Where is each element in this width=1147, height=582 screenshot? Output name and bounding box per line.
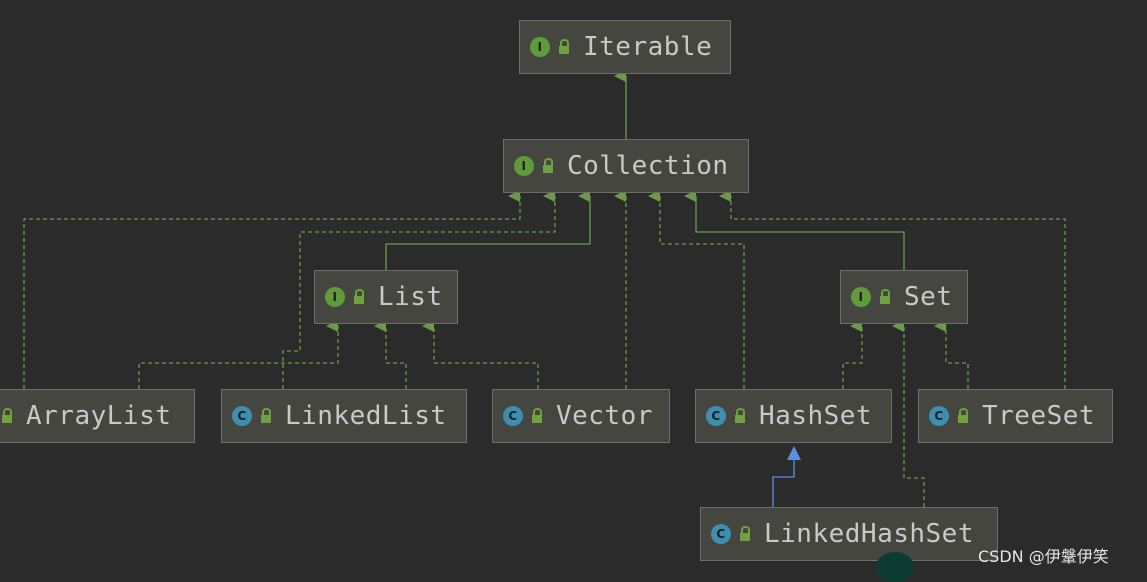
public-access-icon [532, 408, 542, 423]
node-list[interactable]: I List [314, 270, 458, 324]
node-label: Vector [556, 401, 653, 431]
node-label: LinkedHashSet [764, 519, 974, 549]
edge-arraylist-list [138, 320, 339, 389]
public-access-icon [735, 408, 745, 423]
edge-linkedlist-collection [282, 190, 556, 389]
watermark: CSDN @伊鞶伊笑 [978, 547, 1109, 566]
cursor-highlight [876, 552, 914, 582]
node-set[interactable]: I Set [840, 270, 968, 324]
public-access-icon [261, 408, 271, 423]
edge-hashset-collection [648, 190, 745, 389]
public-access-icon [354, 289, 364, 304]
class-icon: C [706, 406, 726, 426]
edge-linkedhashset-set [892, 320, 925, 507]
edge-vector-list [422, 320, 539, 389]
edge-linkedhashset-hashset-arrowhead [787, 446, 801, 460]
node-collection[interactable]: I Collection [503, 139, 749, 193]
public-access-icon [880, 289, 890, 304]
interface-icon: I [530, 37, 550, 57]
public-access-icon [958, 408, 968, 423]
edge-list-collection [385, 190, 591, 270]
node-label: HashSet [759, 401, 873, 431]
node-label: ArrayList [26, 401, 172, 431]
class-icon: C [503, 406, 523, 426]
node-label: Iterable [583, 32, 713, 62]
node-label: LinkedList [285, 401, 447, 431]
public-access-icon [740, 526, 750, 541]
node-linkedlist[interactable]: C LinkedList [221, 389, 467, 443]
interface-icon: I [514, 156, 534, 176]
class-icon: C [711, 524, 731, 544]
node-hashset[interactable]: C HashSet [695, 389, 892, 443]
public-access-icon [543, 158, 553, 173]
node-label: TreeSet [982, 401, 1096, 431]
interface-icon: I [325, 287, 345, 307]
edge-linkedhashset-hashset [772, 460, 795, 507]
edge-linkedlist-list [374, 320, 407, 389]
node-linkedhashset[interactable]: C LinkedHashSet [700, 507, 998, 561]
edge-treeset-set [934, 320, 969, 389]
node-label: List [378, 282, 443, 312]
public-access-icon [559, 39, 569, 54]
class-icon: C [232, 406, 252, 426]
node-iterable[interactable]: I Iterable [519, 20, 731, 74]
node-label: Collection [567, 151, 729, 181]
node-label: Set [904, 282, 953, 312]
class-icon: C [929, 406, 949, 426]
edge-arraylist-collection [23, 190, 521, 389]
interface-icon: I [851, 287, 871, 307]
node-arraylist[interactable]: ArrayList [0, 389, 195, 443]
edge-set-collection [684, 190, 905, 270]
public-access-icon [2, 408, 12, 423]
node-vector[interactable]: C Vector [492, 389, 670, 443]
edge-treeset-collection [719, 190, 1066, 389]
edge-hashset-set [842, 320, 863, 389]
node-treeset[interactable]: C TreeSet [918, 389, 1113, 443]
